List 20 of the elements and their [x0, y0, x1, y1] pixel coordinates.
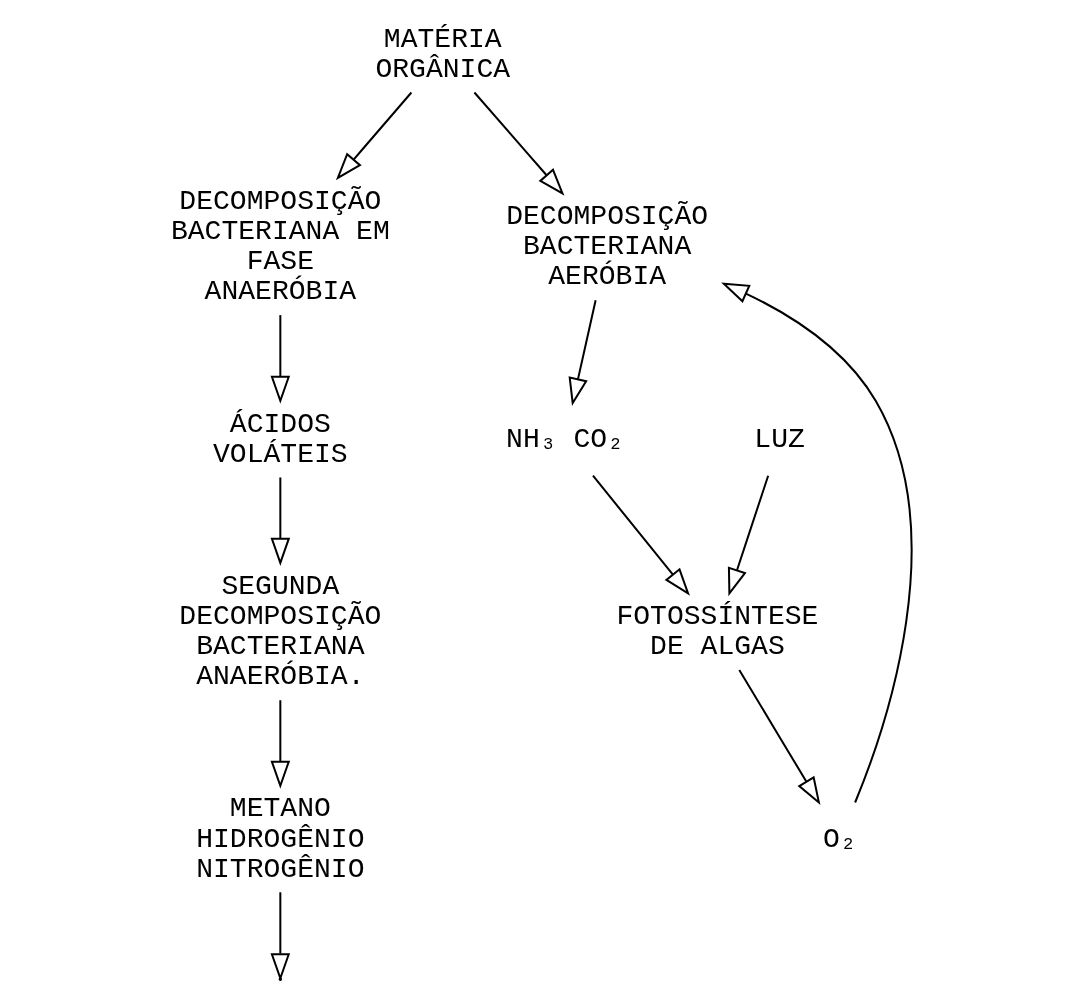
node-text: O₂	[822, 823, 857, 855]
arrow	[592, 474, 690, 596]
arrow	[473, 91, 565, 196]
node-text: FOTOSSÍNTESE DE ALGAS	[616, 600, 819, 663]
node-text: ÁCIDOS VOLÁTEIS	[213, 408, 348, 470]
node-text: MATÉRIA ORGÂNICA	[375, 23, 511, 85]
arrow	[270, 699, 291, 789]
arrow	[270, 314, 291, 404]
node-text: SEGUNDA DECOMPOSIÇÃO BACTERIANA ANAERÓBIA.	[179, 570, 382, 693]
node-text: DECOMPOSIÇÃO BACTERIANA EM FASE ANAERÓBIA	[170, 185, 390, 308]
arrow	[335, 91, 413, 181]
node-text: NH₃ CO₂	[506, 423, 624, 455]
node-text: METANO HIDROGÊNIO NITROGÊNIO	[196, 793, 365, 885]
node-text: LUZ	[754, 423, 805, 455]
arrow	[721, 282, 913, 804]
arrow	[738, 669, 821, 805]
node-text: DECOMPOSIÇÃO BACTERIANA AERÓBIA	[506, 201, 709, 293]
arrow	[727, 474, 770, 597]
arrow	[270, 476, 291, 566]
arrow	[568, 299, 597, 406]
